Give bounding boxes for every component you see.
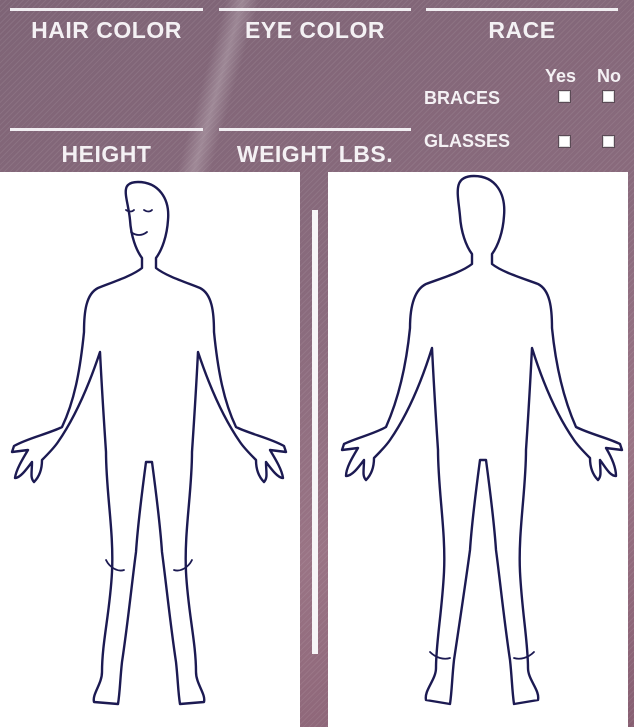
weight-rule: [219, 128, 411, 131]
glasses-no-checkbox[interactable]: [602, 135, 615, 148]
body-back-icon: [328, 172, 628, 727]
hair-color-label: HAIR COLOR: [10, 17, 203, 43]
eye-color-label: EYE COLOR: [219, 17, 411, 43]
body-front-icon: [0, 172, 300, 727]
panel-divider: [312, 210, 318, 654]
back-figure-panel: [328, 172, 628, 727]
braces-no-checkbox[interactable]: [602, 90, 615, 103]
front-figure-panel: [0, 172, 300, 727]
race-label: RACE: [426, 17, 618, 43]
no-column-header: No: [597, 66, 621, 86]
height-rule: [10, 128, 203, 131]
height-label: HEIGHT: [10, 141, 203, 167]
glasses-yes-checkbox[interactable]: [558, 135, 571, 148]
yes-column-header: Yes: [545, 66, 576, 86]
eye-color-rule: [219, 8, 411, 11]
weight-label: WEIGHT LBS.: [219, 141, 411, 167]
hair-color-rule: [10, 8, 203, 11]
glasses-label: GLASSES: [424, 131, 510, 151]
race-rule: [426, 8, 618, 11]
braces-label: BRACES: [424, 88, 500, 108]
braces-yes-checkbox[interactable]: [558, 90, 571, 103]
